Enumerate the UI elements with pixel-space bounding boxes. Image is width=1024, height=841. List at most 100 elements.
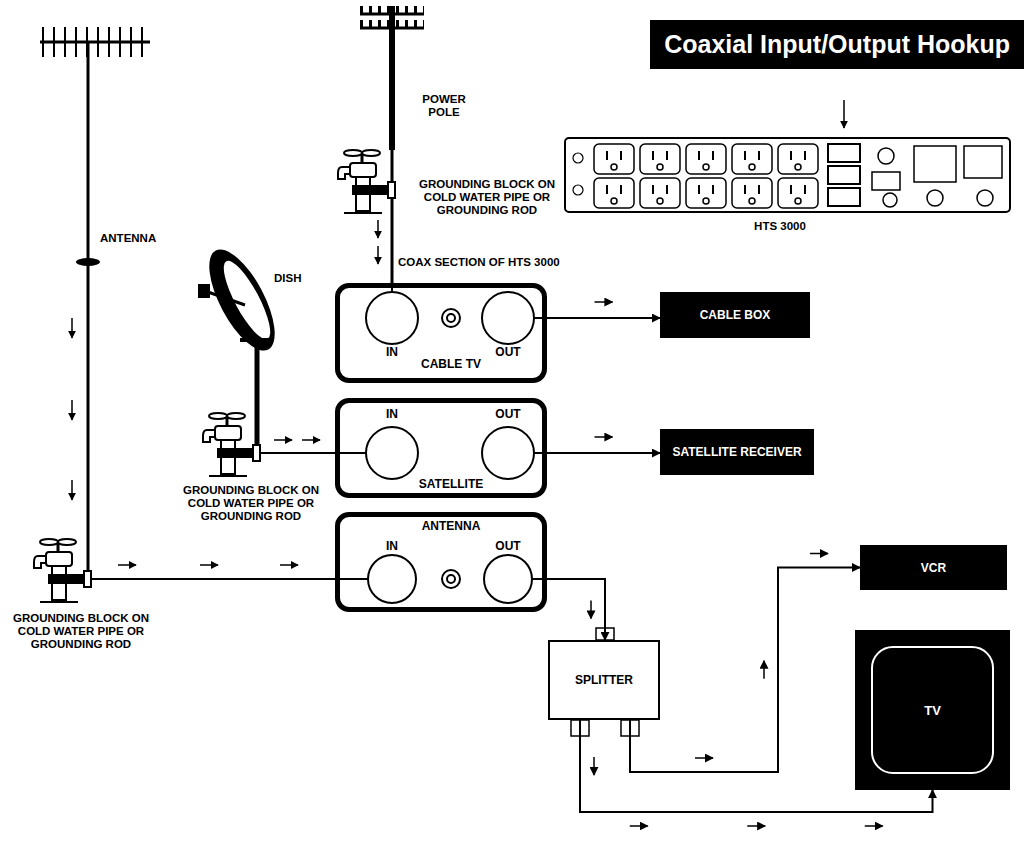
jack-label: SATELLITE — [419, 478, 483, 491]
outlet-slot — [698, 151, 700, 160]
grounding-block — [203, 413, 260, 476]
jack-label: IN — [386, 346, 398, 359]
outlet-slot — [666, 151, 668, 160]
coax-section-box: IN OUT SATELLITE — [335, 398, 547, 498]
outlet — [594, 144, 634, 174]
callout-label: DISH — [274, 272, 301, 285]
callout-label: HTS 3000 — [740, 220, 820, 233]
callout-label: GROUNDING BLOCK ON COLD WATER PIPE OR GR… — [176, 484, 326, 524]
outlet-slot — [620, 151, 622, 160]
coax-stub — [391, 288, 393, 292]
title-text: Coaxial Input/Output Hookup — [664, 30, 1010, 58]
coax-jack — [442, 570, 460, 588]
callout-label: ANTENNA — [100, 232, 156, 245]
outlet — [594, 178, 634, 208]
outlet-ground — [749, 198, 755, 204]
outlet — [686, 144, 726, 174]
outlet-slot — [712, 185, 714, 194]
coax-stub — [340, 578, 368, 580]
coax-cable — [630, 568, 860, 773]
outlet — [686, 178, 726, 208]
jack-label: IN — [386, 540, 398, 553]
grounding-block — [338, 150, 395, 213]
outlet-slot — [804, 185, 806, 194]
outlet-slot — [744, 185, 746, 194]
box-text-holder: VCR — [921, 561, 946, 575]
box-label: SATELLITE RECEIVER — [672, 445, 801, 459]
box-text-holder: SPLITTER — [575, 673, 633, 687]
outlet-ground — [611, 198, 617, 204]
box-label: VCR — [921, 561, 946, 575]
jack-label: ANTENNA — [422, 520, 481, 533]
callout-label: GROUNDING BLOCK ON COLD WATER PIPE OR GR… — [6, 612, 156, 652]
coax-jack — [366, 292, 418, 344]
outlet-slot — [744, 151, 746, 160]
title-banner: Coaxial Input/Output Hookup — [650, 20, 1024, 69]
connector — [547, 302, 660, 318]
outlet-slot — [666, 185, 668, 194]
antenna-symbol — [40, 42, 335, 579]
coax-cable — [547, 452, 660, 454]
outlet-ground — [657, 164, 663, 170]
coax-stub — [534, 452, 542, 454]
jack-label: CABLE TV — [421, 358, 481, 371]
coax-jack — [482, 292, 534, 344]
box-label: CABLE BOX — [700, 308, 771, 322]
flow-arrow — [810, 553, 828, 555]
box-label: SPLITTER — [575, 673, 633, 687]
outlet-ground — [657, 198, 663, 204]
callout-label: POWER POLE — [414, 93, 474, 119]
outlet-slot — [698, 185, 700, 194]
coax-stub — [532, 578, 542, 580]
jack-label: OUT — [495, 540, 520, 553]
outlet-slot — [652, 151, 654, 160]
device-box: CABLE BOX — [660, 292, 810, 338]
device-box: VCR — [860, 545, 1007, 590]
callout-label: COAX SECTION OF HTS 3000 — [398, 256, 560, 269]
flow-arrow — [865, 825, 883, 827]
coax-jack — [368, 555, 416, 603]
outlet-ground — [703, 164, 709, 170]
coax-jack — [366, 427, 418, 479]
outlet-ground — [703, 198, 709, 204]
flow-arrow — [747, 825, 765, 827]
outlet-ground — [749, 164, 755, 170]
splitter-box: SPLITTER — [548, 640, 660, 720]
jack-label: OUT — [495, 408, 520, 421]
outlet-slot — [790, 151, 792, 160]
outlet — [732, 144, 772, 174]
box-label: TV — [924, 703, 941, 718]
connector — [630, 554, 860, 773]
coax-stub — [534, 317, 542, 319]
outlet-ground — [795, 164, 801, 170]
flow-arrow — [590, 601, 592, 619]
flow-arrow — [630, 825, 648, 827]
box-text-holder: SATELLITE RECEIVER — [672, 445, 801, 459]
satellite-dish — [196, 240, 335, 453]
jack-label: OUT — [495, 346, 520, 359]
connector — [547, 437, 660, 453]
outlet — [778, 144, 818, 174]
outlet-slot — [758, 185, 760, 194]
outlet-slot — [758, 151, 760, 160]
coax-cable — [547, 579, 605, 640]
outlet-slot — [606, 151, 608, 160]
coax-section-box: IN CABLE TV OUT — [335, 283, 547, 383]
device-box: SATELLITE RECEIVER — [660, 429, 814, 475]
grounding-block — [34, 539, 91, 602]
connector — [547, 579, 605, 640]
outlet — [640, 178, 680, 208]
coax-stub — [340, 452, 366, 454]
outlet-slot — [790, 185, 792, 194]
outlet-ground — [795, 198, 801, 204]
power-pole — [360, 6, 424, 283]
coax-section-box: ANTENNA IN OUT — [335, 512, 547, 612]
jack-label: IN — [386, 408, 398, 421]
coax-jack — [447, 575, 455, 583]
flow-arrow — [595, 436, 613, 438]
flow-arrow — [763, 661, 765, 679]
flow-arrow — [595, 301, 613, 303]
outlet — [640, 144, 680, 174]
outlet — [778, 178, 818, 208]
